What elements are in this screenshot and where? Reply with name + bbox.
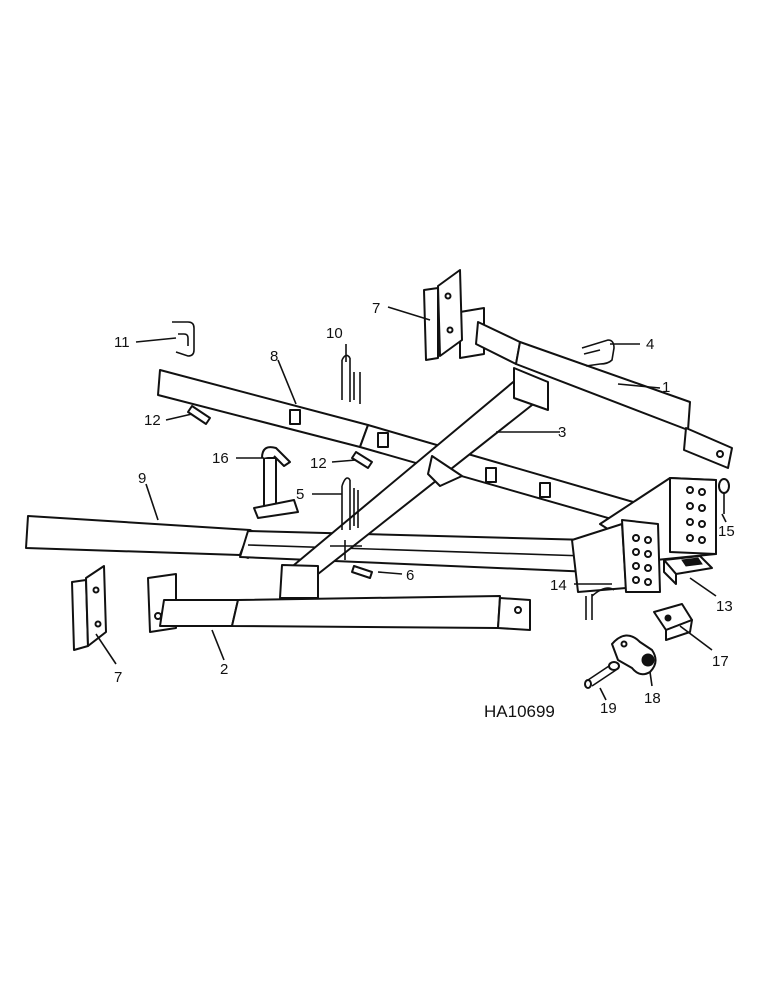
part-5-u-bolt (341, 477, 359, 530)
part-15-eyebolt (718, 478, 730, 514)
callout-7-upper: 7 (372, 300, 380, 317)
part-17-drawbar (653, 603, 693, 641)
callouts: 7 10 11 8 12 16 12 9 5 6 4 1 3 15 14 13 … (114, 300, 735, 717)
part-7-plate-lower (71, 565, 107, 651)
part-2-frame-bar (147, 573, 531, 633)
callout-11: 11 (114, 334, 130, 351)
hitch-plates (571, 477, 717, 593)
callout-3: 3 (558, 424, 566, 441)
part-13-clevis (663, 555, 713, 585)
callout-10: 10 (326, 325, 343, 342)
callout-6: 6 (406, 567, 414, 584)
callout-4: 4 (646, 336, 654, 353)
callout-18: 18 (644, 690, 661, 707)
callout-8: 8 (270, 348, 278, 365)
part-11-u-bolt (172, 321, 195, 357)
part-7-plate-upper (423, 269, 463, 361)
callout-12-center: 12 (310, 455, 327, 472)
callout-1: 1 (662, 379, 670, 396)
part-12-clip-b (351, 451, 373, 469)
part-16-jack-stand (253, 446, 299, 519)
leader-lines (95, 306, 727, 701)
callout-12-left: 12 (144, 412, 161, 429)
part-18-bracket (611, 634, 657, 676)
part-1-frame-bar (459, 307, 733, 469)
callout-15: 15 (718, 523, 735, 540)
callout-7-lower: 7 (114, 669, 122, 686)
part-6-clip (351, 565, 373, 579)
part-19-pin (584, 661, 620, 689)
part-14-pin (585, 587, 615, 620)
callout-16: 16 (212, 450, 229, 467)
callout-13: 13 (716, 598, 733, 615)
part-10-u-bolt (341, 354, 361, 404)
callout-17: 17 (712, 653, 729, 670)
callout-14: 14 (550, 577, 567, 594)
figure-code: HA10699 (484, 702, 555, 721)
part-3-cross-member (279, 367, 549, 599)
part-4-u-bolt (581, 339, 615, 367)
part-8-frame-bar (157, 369, 655, 531)
callout-2: 2 (220, 661, 228, 678)
part-12-clip-a (187, 405, 211, 425)
callout-19: 19 (600, 700, 617, 717)
callout-5: 5 (296, 486, 304, 503)
callout-9: 9 (138, 470, 146, 487)
